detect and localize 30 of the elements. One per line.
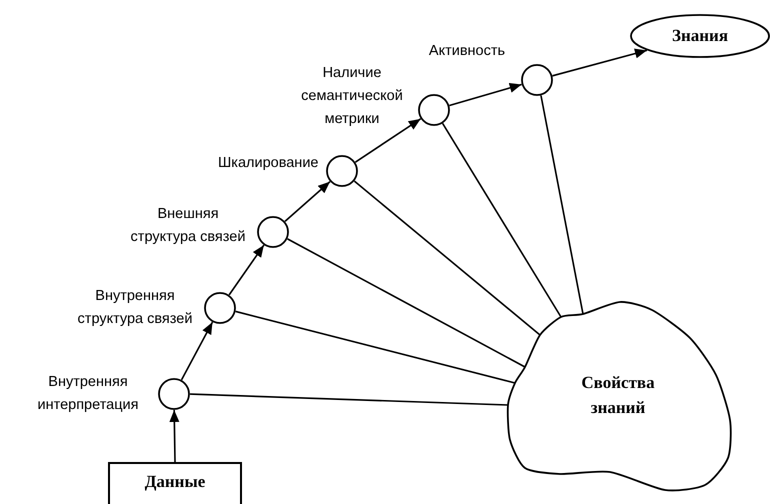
arrow (552, 48, 648, 77)
node-label: Знания (672, 24, 728, 47)
connector-line (287, 238, 526, 368)
step-circle (158, 378, 190, 410)
step-caption: Внутренняя структура связей (76, 287, 194, 329)
process-box (108, 462, 242, 504)
step-caption: Внутренняя интерпретация (36, 373, 140, 415)
arrow (169, 410, 180, 462)
step-circle (521, 64, 553, 96)
step-circle (326, 155, 358, 187)
connector-line (540, 95, 584, 314)
connector-line (235, 310, 516, 384)
connector-line (190, 393, 508, 406)
connector-line (442, 123, 562, 318)
step-caption: Внешняя структура связей (130, 205, 246, 247)
terminal-ellipse (630, 14, 770, 58)
step-circle (257, 216, 289, 248)
arrow (284, 181, 331, 222)
arrow (228, 244, 264, 296)
node-label: Свойства знаний (580, 372, 656, 419)
step-circle (204, 292, 236, 324)
arrow (180, 322, 214, 380)
node-label: Данные (144, 471, 206, 493)
step-caption: Наличие семантической метрики (300, 64, 404, 129)
connector-line (354, 180, 541, 336)
step-caption: Активность (428, 42, 506, 61)
step-caption: Шкалирование (218, 154, 318, 173)
arrow (449, 83, 522, 106)
arrow (354, 118, 422, 163)
step-circle (418, 94, 450, 126)
